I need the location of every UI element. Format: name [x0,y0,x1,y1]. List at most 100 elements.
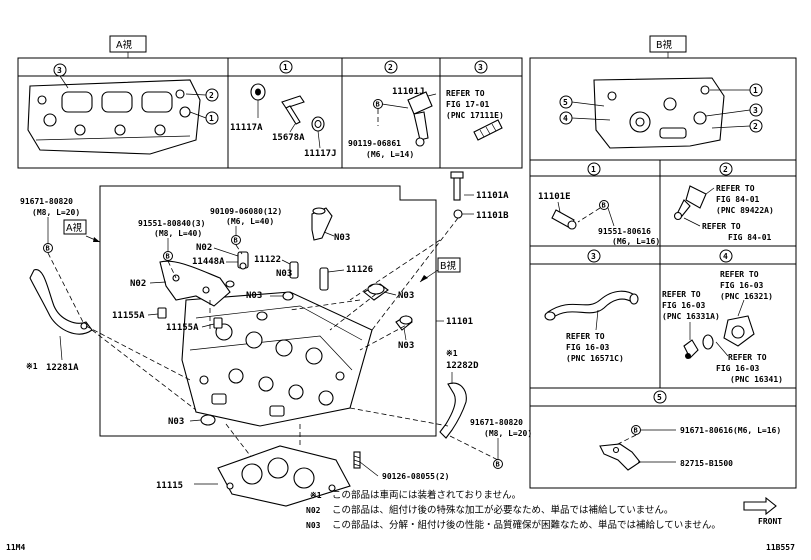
note-1-mark: ※1 [310,491,322,500]
label-11101j: 11101J [392,87,425,97]
refer-b4-b1: REFER TO [662,290,701,299]
circle-num-1: 1 [283,63,288,72]
label-bolt-right-2: (M8, L=20) [484,429,532,438]
circle-num-1-b: 1 [753,86,758,95]
label-bolt-a-1: 91551-80840(3) [138,219,205,228]
panel-b1-parts: 11101E B 91551-80616 (M6, L=16) [538,192,660,246]
bolt-11101a [453,175,461,201]
label-12281a: 12281A [46,363,79,373]
view-b-ref: B視 [440,260,457,272]
circle-num-2: 2 [388,63,393,72]
refer-b3-1: REFER TO [566,332,605,341]
footer-left: 11M4 [6,543,25,552]
label-n03-bottom: N03 [168,417,184,427]
label-n03-hose: N03 [334,233,350,243]
note-3-text: この部品は、分解・組付け後の性能・品質確保が困難なため、単品では補給していません… [332,519,721,531]
label-11117j: 11117J [304,149,337,159]
pipe-11126 [319,267,329,291]
label-m6-l14: (M6, L=14) [366,150,414,159]
bracket-12282d [439,382,467,439]
b-marker-bolt-b: B [234,237,238,245]
label-11448a: 11448A [192,257,225,267]
label-12282d: 12282D [446,361,479,371]
main-assembly: A視 B視 [20,171,532,507]
note-3-mark: N03 [306,521,321,530]
refer-b3-2: FIG 16-03 [566,343,610,352]
front-label: FRONT [758,517,782,526]
b-marker-bolt-a: B [166,253,170,261]
label-11117a: 11117A [230,123,263,133]
view-b-title: B視 [656,39,673,51]
hose-n03-a [311,207,333,241]
circle-num-5-b: 5 [563,98,568,107]
circle-num-2-a: 2 [209,91,214,100]
label-bolt-right-1: 91671-80820 [470,418,523,427]
circle-num-3-a: 3 [57,66,62,75]
cylinder-head-view-a: 3 2 1 [27,63,219,155]
circle-num-1-a: 1 [209,114,214,123]
label-m6-l16: (M6, L=16) [612,237,660,246]
label-90119-06861: 90119-06861 [348,139,401,148]
b-marker-right: B [496,461,500,469]
refer-b4-c2: FIG 16-03 [716,364,760,373]
refer-b4-a3: (PNC 16321) [720,292,773,301]
label-11126: 11126 [346,265,373,275]
label-bolt-left-2: (M8, L=20) [32,208,80,217]
circle-num-5-sub: 5 [657,393,662,402]
notes: ※1 この部品は車両には装着されておりません。 N02 この部品は、組付け後の特… [306,489,721,531]
refer-b4-a1: REFER TO [720,270,759,279]
circle-num-4-sub: 4 [723,252,728,261]
view-a-title: A視 [116,39,132,51]
plug-n03 [282,291,294,301]
label-n02-b: N02 [130,279,146,289]
refer-b3-3: (PNC 16571C) [566,354,624,363]
label-11155a-1: 11155A [112,311,145,321]
label-n02-a: N02 [196,243,212,253]
refer-a3-line3: (PNC 17111E) [446,111,504,120]
circle-num-1-sub: 1 [591,165,596,174]
label-15678a: 15678A [272,133,305,143]
view-b-panel: B視 5 4 1 3 2 [529,35,797,489]
plug-n03-c [200,414,216,426]
label-91551-80616: 91551-80616 [598,227,651,236]
label-n03-right: N03 [398,291,414,301]
label-stud: 90126-08055(2) [382,472,449,481]
label-11101: 11101 [446,317,473,327]
cylinder-head [181,291,373,427]
refer-b2-a1: REFER TO [716,184,755,193]
label-11122: 11122 [254,255,281,265]
label-11101e: 11101E [538,192,571,202]
refer-b4-b3: (PNC 16331A) [662,312,720,321]
note-2-text: この部品は、組付け後の特殊な加工が必要なため、単品では補給していません。 [332,504,673,516]
refer-b4-c1: REFER TO [728,353,767,362]
panel-b3-parts: REFER TO FIG 16-03 (PNC 16571C) [544,290,639,363]
stud-90126 [353,451,361,469]
refer-b2-b1: REFER TO [702,222,741,231]
circle-num-3-b: 3 [753,106,758,115]
head-gasket [217,445,351,507]
note-1-text: この部品は車両には装着されておりません。 [332,489,521,501]
label-note-mark-left: ※1 [26,362,38,371]
refer-b4-a2: FIG 16-03 [720,281,764,290]
label-11115: 11115 [156,481,183,491]
label-11101b: 11101B [476,211,509,221]
cylinder-head-view-b [593,77,725,149]
panel-a2-parts: B 11101J 90119-06861 (M6, L=14) [348,87,437,159]
label-91671-80616: 91671-80616(M6, L=16) [680,426,781,435]
label-bolt-b-2: (M6, L=40) [226,217,274,226]
label-n03-low: N03 [398,341,414,351]
panel-a3-parts: REFER TO FIG 17-01 (PNC 17111E) [446,89,504,141]
circle-num-2-sub: 2 [723,165,728,174]
refer-b2-a3: (PNC 89422A) [716,206,774,215]
panel-a1-parts: 11117A 15678A 11117J [230,83,337,159]
label-bolt-left-1: 91671-80820 [20,197,73,206]
circle-num-3: 3 [478,63,483,72]
label-82715-b1500: 82715-B1500 [680,459,733,468]
refer-b4-c3: (PNC 16341) [730,375,783,384]
circle-num-2-b: 2 [753,122,758,131]
label-bolt-b-1: 90109-06080(12) [210,207,282,216]
label-n03-left: N03 [246,291,262,301]
label-note-mark-right: ※1 [446,349,458,358]
